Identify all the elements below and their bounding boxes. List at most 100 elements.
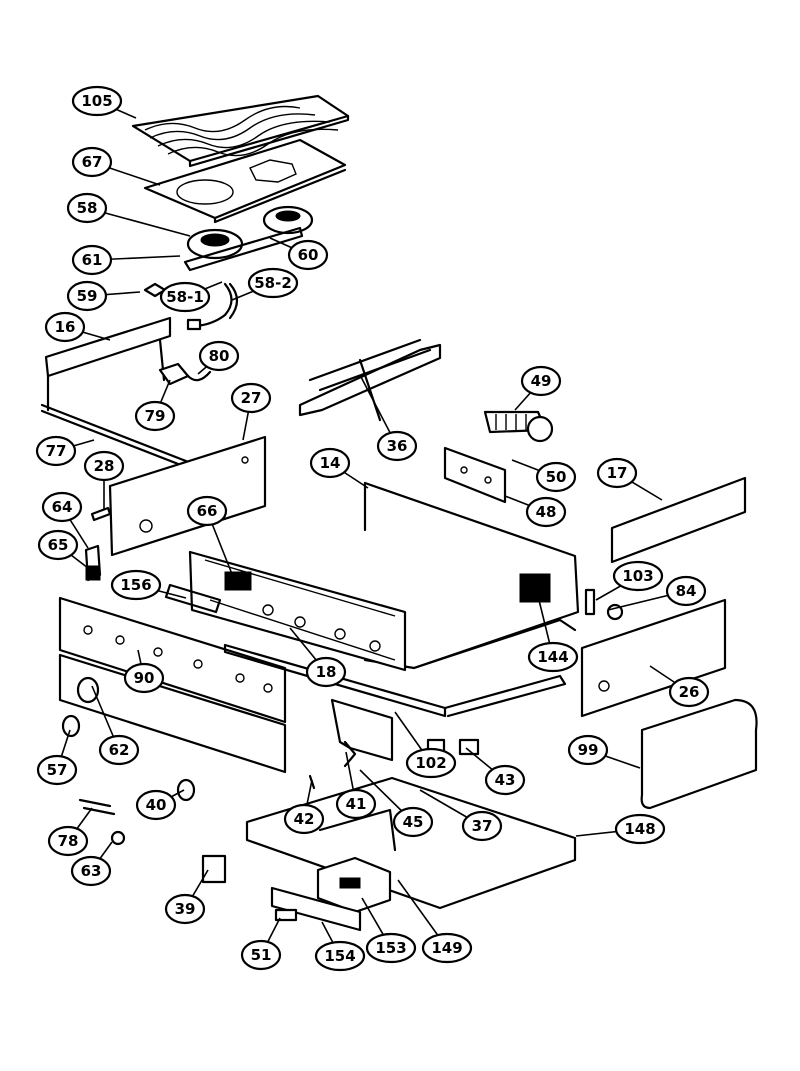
callout-58-2: 58-2 <box>231 267 299 301</box>
callout-bubble <box>83 450 125 482</box>
control-panel-90 <box>58 583 287 774</box>
callout-16: 16 <box>44 311 111 343</box>
callout-bubble <box>98 734 140 766</box>
callout-bubble <box>230 382 272 414</box>
callout-37: 37 <box>419 789 503 842</box>
callout-label: 153 <box>375 939 406 957</box>
callout-label: 59 <box>77 287 98 305</box>
callout-label: 149 <box>431 939 462 957</box>
callout-58: 58 <box>66 192 191 237</box>
callout-90: 90 <box>123 649 165 694</box>
callout-bubble <box>159 281 211 313</box>
callout-label: 58-1 <box>166 288 204 306</box>
callout-80: 80 <box>197 340 240 375</box>
valve-79-80 <box>158 362 212 386</box>
callout-60: 60 <box>269 237 329 271</box>
callout-label: 61 <box>82 251 103 269</box>
callout-label: 18 <box>316 663 337 681</box>
callout-label: 105 <box>81 92 112 110</box>
callout-bubble <box>525 496 567 528</box>
callout-label: 66 <box>197 502 218 520</box>
callout-label: 90 <box>134 669 155 687</box>
callout-label: 51 <box>251 946 272 964</box>
switch-64-65 <box>84 544 102 582</box>
base-148 <box>245 776 577 910</box>
callout-40: 40 <box>135 789 185 821</box>
callout-label: 80 <box>209 347 230 365</box>
callout-79: 79 <box>134 379 176 432</box>
callout-bubble <box>164 893 206 925</box>
callout-bubble <box>36 754 78 786</box>
callout-label: 41 <box>346 795 367 813</box>
callout-label: 102 <box>415 754 446 772</box>
callout-149: 149 <box>397 879 473 964</box>
callout-48: 48 <box>504 495 567 528</box>
small-parts <box>61 714 480 884</box>
rod-28 <box>90 506 112 522</box>
callout-label: 48 <box>536 503 557 521</box>
callout-label: 50 <box>546 468 567 486</box>
callout-label: 99 <box>578 741 599 759</box>
callout-label: 40 <box>146 796 167 814</box>
callout-bubble <box>612 560 664 592</box>
bracket-48-50 <box>443 446 507 504</box>
callout-bubble <box>71 85 123 117</box>
clip-103-84 <box>584 588 624 621</box>
callout-bubble <box>405 747 457 779</box>
callout-84: 84 <box>607 575 707 611</box>
side-panel-26 <box>580 598 727 718</box>
blower-49 <box>483 410 554 443</box>
callout-bubble <box>44 311 86 343</box>
callout-bubble <box>37 529 79 561</box>
callout-bubble <box>668 676 710 708</box>
callout-bubble <box>70 855 112 887</box>
callout-label: 57 <box>47 761 68 779</box>
callout-144: 144 <box>527 587 579 673</box>
callout-label: 39 <box>175 900 196 918</box>
callout-50: 50 <box>511 459 577 493</box>
box-149-153 <box>316 856 392 914</box>
side-panel-27 <box>108 435 267 557</box>
callout-bubble <box>186 495 228 527</box>
callout-61: 61 <box>71 244 181 276</box>
callout-label: 28 <box>94 457 115 475</box>
callout-156: 156 <box>110 569 187 601</box>
callout-62: 62 <box>91 685 140 766</box>
callout-bubble <box>309 447 351 479</box>
callout-bubble <box>314 940 366 972</box>
callout-label: 17 <box>607 464 628 482</box>
callout-bubble <box>421 932 473 964</box>
callout-41: 41 <box>335 751 377 820</box>
callout-bubble <box>305 656 347 688</box>
cover-99 <box>640 698 758 810</box>
callout-28: 28 <box>83 450 125 510</box>
callout-bubble <box>66 280 108 312</box>
callout-bubble <box>614 813 666 845</box>
gas-tubes-58-1-58-2 <box>186 282 239 331</box>
callout-label: 103 <box>622 567 653 585</box>
callout-label: 148 <box>624 820 655 838</box>
callout-67: 67 <box>71 146 161 186</box>
callout-bubble <box>110 569 162 601</box>
callout-58-1: 58-1 <box>159 281 223 313</box>
callout-label: 79 <box>145 407 166 425</box>
callout-bubble <box>198 340 240 372</box>
callout-bubble <box>335 788 377 820</box>
callout-label: 36 <box>387 437 408 455</box>
callout-102: 102 <box>394 711 457 779</box>
callout-label: 26 <box>679 683 700 701</box>
callout-bubble <box>35 435 77 467</box>
burner-box-36 <box>298 338 442 422</box>
callout-43: 43 <box>465 747 526 796</box>
callout-bubble <box>596 457 638 489</box>
callout-bubble <box>247 267 299 299</box>
callout-27: 27 <box>230 382 272 441</box>
callout-63: 63 <box>70 841 113 887</box>
callout-14: 14 <box>309 447 369 489</box>
callout-label: 156 <box>120 576 151 594</box>
callout-label: 45 <box>403 813 424 831</box>
callout-39: 39 <box>164 869 209 925</box>
callout-label: 62 <box>109 741 130 759</box>
callout-bubble <box>135 789 177 821</box>
